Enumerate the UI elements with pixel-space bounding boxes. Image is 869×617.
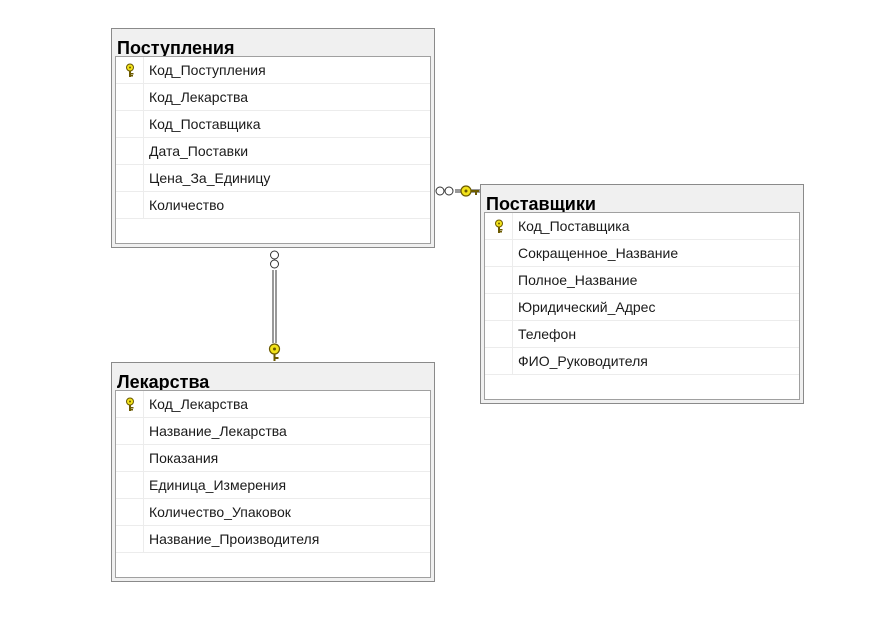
column-name: Сокращенное_Название xyxy=(518,245,679,261)
column-row[interactable]: Полное_Название xyxy=(485,267,799,294)
relationship-postupleniya-postavshchiki[interactable] xyxy=(435,185,482,197)
column-name: Код_Поставщика xyxy=(518,218,630,234)
row-selector[interactable] xyxy=(116,526,144,552)
column-name: Дата_Поставки xyxy=(149,143,249,159)
column-name: Количество xyxy=(149,197,225,213)
one-end-key-icon xyxy=(460,185,479,197)
column-row[interactable]: Единица_Измерения xyxy=(116,472,430,499)
primary-key-icon xyxy=(492,219,506,233)
column-name: Показания xyxy=(149,450,219,466)
row-selector[interactable] xyxy=(116,57,144,83)
column-row[interactable]: Телефон xyxy=(485,321,799,348)
row-selector[interactable] xyxy=(485,321,513,347)
row-selector[interactable] xyxy=(116,165,144,191)
relationship-postupleniya-lekarstva[interactable] xyxy=(268,250,281,361)
column-row[interactable]: Дата_Поставки xyxy=(116,138,430,165)
column-name: Код_Поставщика xyxy=(149,116,261,132)
row-selector[interactable] xyxy=(116,418,144,444)
column-row[interactable]: Количество_Упаковок xyxy=(116,499,430,526)
primary-key-icon xyxy=(123,397,137,411)
row-selector[interactable] xyxy=(485,294,513,320)
table-title: Поступления xyxy=(117,38,235,58)
column-row[interactable]: Название_Лекарства xyxy=(116,418,430,445)
row-selector[interactable] xyxy=(485,213,513,239)
column-row[interactable]: ФИО_Руководителя xyxy=(485,348,799,375)
column-row[interactable]: Сокращенное_Название xyxy=(485,240,799,267)
column-name: Код_Поступления xyxy=(149,62,266,78)
many-end-infinity-icon xyxy=(435,186,454,196)
column-row[interactable]: Код_Поставщика xyxy=(116,111,430,138)
column-row[interactable]: Код_Лекарства xyxy=(116,391,430,418)
row-selector[interactable] xyxy=(116,84,144,110)
row-selector[interactable] xyxy=(116,138,144,164)
column-row[interactable]: Показания xyxy=(116,445,430,472)
column-name: Количество_Упаковок xyxy=(149,504,291,520)
column-name: Код_Лекарства xyxy=(149,89,249,105)
column-row[interactable]: Код_Поставщика xyxy=(485,213,799,240)
column-name: Юридический_Адрес xyxy=(518,299,656,315)
column-row[interactable]: Цена_За_Единицу xyxy=(116,165,430,192)
row-selector[interactable] xyxy=(116,192,144,218)
row-selector[interactable] xyxy=(485,348,513,374)
column-row[interactable]: Код_Поступления xyxy=(116,57,430,84)
column-row[interactable]: Количество xyxy=(116,192,430,219)
row-selector[interactable] xyxy=(116,391,144,417)
column-name: ФИО_Руководителя xyxy=(518,353,648,369)
many-end-infinity-icon xyxy=(270,250,279,269)
column-name: Код_Лекарства xyxy=(149,396,249,412)
column-row[interactable]: Код_Лекарства xyxy=(116,84,430,111)
column-name: Телефон xyxy=(518,326,577,342)
table-title: Лекарства xyxy=(117,372,210,392)
column-name: Полное_Название xyxy=(518,272,638,288)
row-selector[interactable] xyxy=(116,445,144,471)
column-name: Название_Производителя xyxy=(149,531,320,547)
column-name: Название_Лекарства xyxy=(149,423,287,439)
row-selector[interactable] xyxy=(485,267,513,293)
row-selector[interactable] xyxy=(116,111,144,137)
row-selector[interactable] xyxy=(116,499,144,525)
column-row[interactable]: Юридический_Адрес xyxy=(485,294,799,321)
column-row[interactable]: Название_Производителя xyxy=(116,526,430,553)
row-selector[interactable] xyxy=(116,472,144,498)
one-end-key-icon xyxy=(268,343,281,361)
column-name: Цена_За_Единицу xyxy=(149,170,271,186)
row-selector[interactable] xyxy=(485,240,513,266)
table-title: Поставщики xyxy=(486,194,596,214)
column-name: Единица_Измерения xyxy=(149,477,287,493)
primary-key-icon xyxy=(123,63,137,77)
